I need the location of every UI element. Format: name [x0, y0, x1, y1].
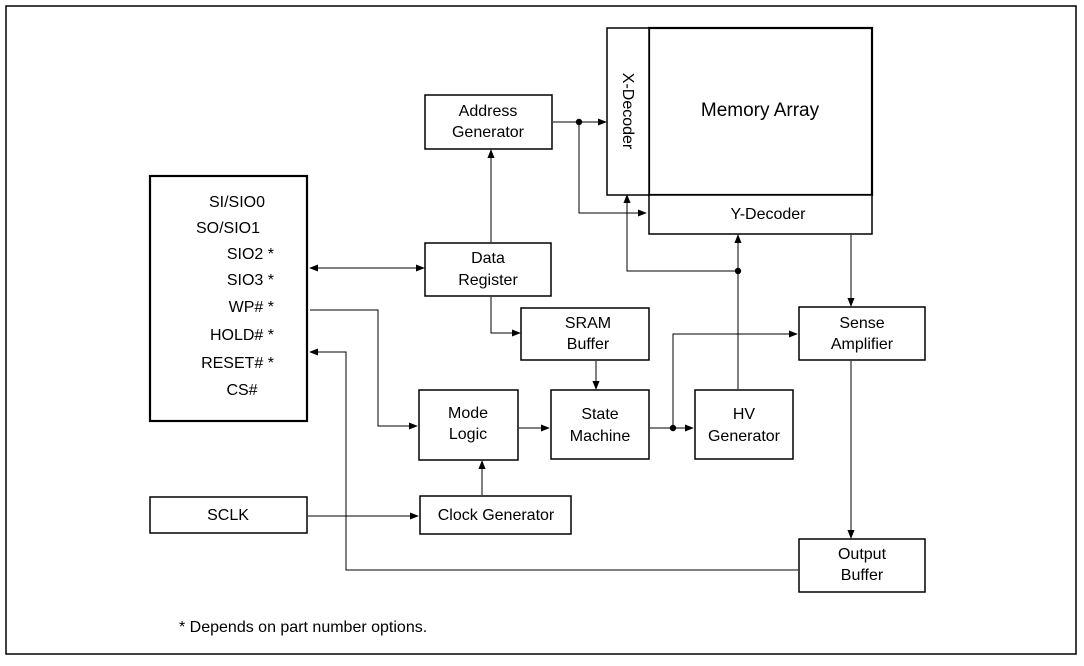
memory-array-block: Memory Array — [647, 26, 874, 197]
svg-text:State: State — [581, 406, 618, 423]
svg-text:SCLK: SCLK — [207, 507, 249, 524]
address-generator-block: Address Generator — [424, 94, 553, 150]
svg-text:Buffer: Buffer — [841, 567, 884, 584]
svg-text:Clock Generator: Clock Generator — [438, 507, 555, 524]
sclk-block: SCLK — [149, 496, 308, 534]
svg-text:Mode: Mode — [448, 405, 488, 422]
pin-label: SIO2 * — [227, 246, 274, 263]
svg-text:Y-Decoder: Y-Decoder — [730, 206, 806, 223]
pin-label: CS# — [226, 382, 257, 399]
clock-generator-block: Clock Generator — [419, 495, 572, 535]
wire-hv-x-decoder — [623, 194, 738, 272]
pin-label: RESET# * — [201, 355, 274, 372]
diagram-frame — [5, 5, 1077, 655]
wire-state-machine-sense-amplifier — [672, 330, 798, 428]
sram-buffer-block: SRAM Buffer — [520, 307, 650, 361]
svg-text:Sense: Sense — [839, 315, 884, 332]
state-machine-block: State Machine — [550, 389, 650, 460]
pin-label: SI/SIO0 — [209, 194, 265, 211]
wire-output-buffer-pins — [309, 348, 798, 571]
connections — [308, 118, 855, 571]
svg-text:Generator: Generator — [452, 124, 525, 141]
pin-list-box: SI/SIO0 SO/SIO1 SIO2 * SIO3 * WP# * HOLD… — [148, 174, 309, 423]
wire-address-y-decoder — [578, 122, 647, 217]
svg-text:Logic: Logic — [449, 426, 487, 443]
x-decoder-block: X-Decoder — [606, 27, 650, 196]
svg-text:Data: Data — [471, 250, 505, 267]
svg-text:SRAM: SRAM — [565, 315, 611, 332]
mode-logic-block: Mode Logic — [418, 389, 519, 461]
pin-label: SO/SIO1 — [196, 220, 260, 237]
hv-generator-block: HV Generator — [694, 389, 794, 460]
output-buffer-block: Output Buffer — [798, 538, 926, 593]
data-register-block: Data Register — [424, 242, 552, 297]
sense-amplifier-block: Sense Amplifier — [798, 306, 926, 361]
wire-wp-mode-logic — [310, 309, 418, 430]
footnote: * Depends on part number options. — [179, 619, 427, 636]
svg-text:Output: Output — [838, 546, 887, 563]
svg-text:Machine: Machine — [570, 428, 631, 445]
svg-text:HV: HV — [733, 406, 756, 423]
svg-text:Buffer: Buffer — [567, 336, 610, 353]
junction-dot — [575, 118, 583, 126]
svg-text:Amplifier: Amplifier — [831, 336, 894, 353]
svg-text:Generator: Generator — [708, 428, 781, 445]
pin-label: SIO3 * — [227, 272, 274, 289]
svg-text:X-Decoder: X-Decoder — [619, 73, 636, 150]
svg-text:Address: Address — [459, 103, 518, 120]
pin-label: WP# * — [229, 299, 274, 316]
pin-label: HOLD# * — [210, 327, 274, 344]
wire-data-register-sram — [490, 297, 521, 337]
y-decoder-block: Y-Decoder — [648, 194, 873, 235]
svg-text:Register: Register — [458, 272, 518, 289]
svg-text:Memory Array: Memory Array — [701, 100, 820, 121]
